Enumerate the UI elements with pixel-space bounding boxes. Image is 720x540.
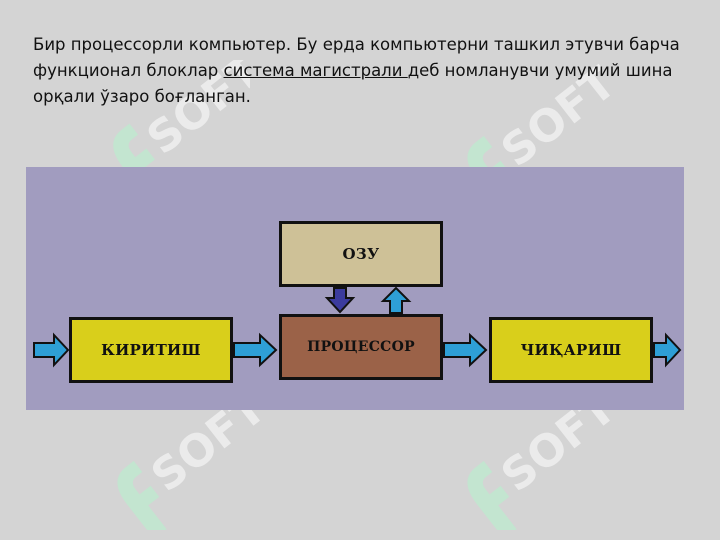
- cpu-to-ram-arrow: [380, 286, 412, 314]
- output-block: ЧИҚАРИШ: [489, 317, 653, 383]
- paragraph-line-2-start: функционал блоклар: [33, 61, 224, 80]
- processor-label: ПРОЦЕССОР: [307, 339, 415, 355]
- input-label: КИРИТИШ: [101, 341, 201, 359]
- input-arrow: [33, 332, 70, 368]
- output-arrow: [653, 332, 682, 368]
- output-label: ЧИҚАРИШ: [520, 341, 622, 359]
- diagram-arrows: [33, 286, 682, 368]
- slide-paragraph: Бир процессорли компьютер. Бу ерда компь…: [33, 32, 683, 110]
- paragraph-line-3: орқали ўзаро боғланган.: [33, 87, 251, 106]
- input-to-cpu-arrow: [233, 332, 278, 368]
- diagram-panel: ОЗУ ПРОЦЕССОР КИРИТИШ ЧИҚАРИШ: [26, 167, 684, 410]
- paragraph-line-2-end: деб номланувчи умумий шина: [407, 61, 673, 80]
- paragraph-line-1: Бир процессорли компьютер. Бу ерда компь…: [33, 35, 680, 54]
- cpu-to-output-arrow: [443, 332, 488, 368]
- processor-block: ПРОЦЕССОР: [279, 314, 443, 380]
- ram-block: ОЗУ: [279, 221, 443, 287]
- ram-to-cpu-arrow: [324, 287, 356, 314]
- input-block: КИРИТИШ: [69, 317, 233, 383]
- system-bus-link[interactable]: система магистрали: [223, 61, 408, 80]
- ram-label: ОЗУ: [342, 245, 380, 263]
